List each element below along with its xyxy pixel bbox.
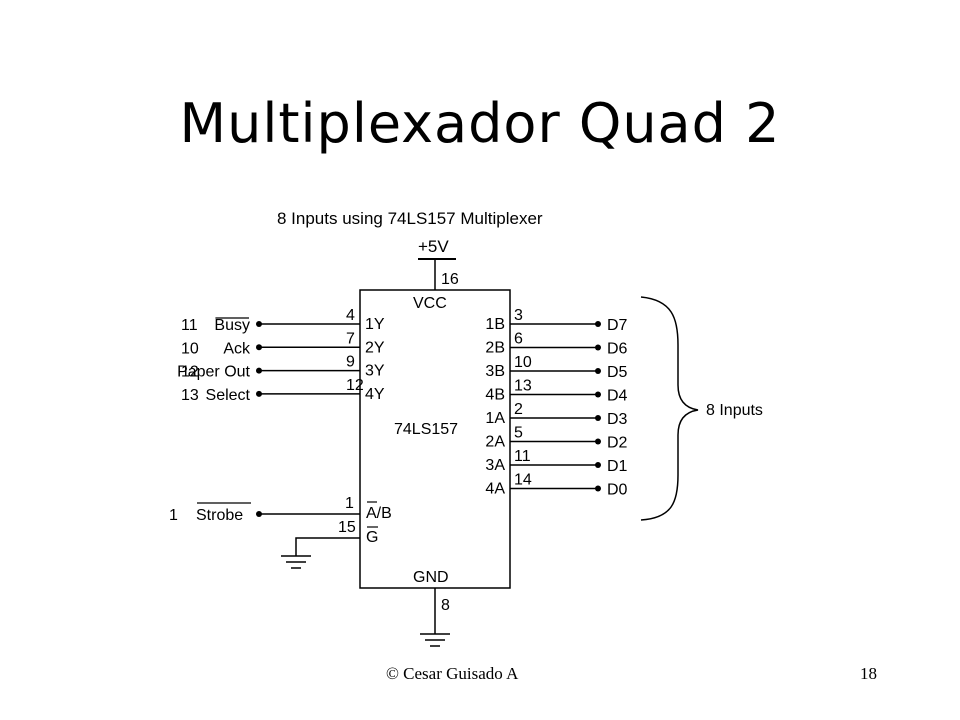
right-pin-label: 3B: [485, 363, 505, 380]
left-pin-label: 1Y: [365, 316, 385, 333]
footer-copyright: © Cesar Guisado A: [386, 664, 519, 683]
chip-name: 74LS157: [394, 421, 458, 438]
right-pin-4: 1A 2D3: [485, 401, 627, 428]
right-data-label: D3: [607, 411, 628, 428]
right-pin-number: 14: [514, 472, 532, 489]
left-signal-name: Select: [206, 387, 251, 404]
left-terminal: [256, 367, 262, 374]
left-signal-number: 10: [181, 340, 199, 357]
left-pin-0: 4 1Y Busy 11: [181, 307, 385, 334]
right-pin-label: 1B: [485, 316, 505, 333]
left-pin-number: 9: [346, 354, 355, 371]
right-pin-number: 2: [514, 401, 523, 418]
right-pin-number: 3: [514, 307, 523, 324]
enable-pin-number: 15: [338, 519, 356, 536]
right-pin-label: 4A: [485, 481, 505, 498]
left-pin-number: 4: [346, 307, 355, 324]
left-signal-name: Ack: [223, 340, 251, 357]
select-pin-label: A/B: [366, 505, 392, 522]
right-pin-label: 2A: [485, 434, 505, 451]
left-pin-label: 2Y: [365, 339, 385, 356]
input-brace: [640, 296, 699, 521]
right-data-label: D0: [607, 482, 628, 499]
right-pin-number: 10: [514, 354, 532, 371]
right-pin-label: 4B: [485, 387, 505, 404]
left-pin-number: 7: [346, 330, 355, 347]
page-number: 18: [860, 664, 877, 683]
right-terminal: [595, 462, 601, 468]
vcc-label: VCC: [413, 295, 447, 312]
right-data-label: D5: [607, 364, 628, 381]
slide-title: Multiplexador Quad 2: [179, 92, 781, 155]
right-pin-number: 6: [514, 331, 523, 348]
right-pin-number: 5: [514, 425, 523, 442]
right-data-label: D6: [607, 341, 628, 358]
left-signal-number: 11: [181, 317, 198, 334]
right-data-label: D1: [607, 458, 628, 475]
left-terminal: [256, 321, 262, 327]
right-data-label: D2: [607, 435, 628, 452]
gnd-pin-number: 8: [441, 597, 450, 614]
right-pin-label: 1A: [485, 410, 505, 427]
left-signal-number: 12: [181, 364, 199, 381]
strobe-pin-number: 1: [345, 495, 354, 512]
left-signal-name: Paper Out: [177, 364, 250, 381]
left-pin-number: 12: [346, 377, 364, 394]
right-data-label: D4: [607, 388, 628, 405]
right-terminal: [595, 391, 601, 398]
strobe-signal-name: Strobe: [196, 507, 243, 524]
left-terminal: [256, 390, 262, 397]
right-terminal: [595, 368, 601, 374]
right-pin-number: 11: [514, 448, 531, 465]
right-data-label: D7: [607, 317, 628, 334]
right-terminal: [595, 415, 601, 421]
enable-pin-label: G: [366, 529, 378, 546]
enable-wire: [295, 537, 360, 556]
right-pin-0: 1B 3D7: [485, 307, 627, 334]
left-pin-label: 3Y: [365, 363, 385, 380]
gnd-label: GND: [413, 569, 449, 586]
brace-label: 8 Inputs: [706, 402, 763, 419]
right-terminal: [595, 344, 601, 351]
right-terminal: [595, 438, 601, 445]
ground-symbol-left: [281, 555, 311, 569]
right-pin-5: 2A 5D2: [485, 425, 627, 452]
right-terminal: [595, 321, 601, 327]
right-pin-label: 3A: [485, 457, 505, 474]
vcc-pin-number: 16: [441, 271, 459, 288]
left-terminal: [256, 344, 262, 351]
diagram-heading: 8 Inputs using 74LS157 Multiplexer: [277, 209, 543, 228]
left-signal-number: 13: [181, 387, 199, 404]
right-pin-1: 2B 6D6: [485, 331, 627, 358]
left-signal-name: Busy: [214, 317, 250, 334]
right-terminal: [595, 485, 601, 492]
left-pin-1: 7 2Y Ack 10: [181, 330, 385, 357]
strobe-terminal: [256, 511, 262, 517]
ground-symbol-bottom: [420, 633, 450, 647]
right-pin-label: 2B: [485, 340, 505, 357]
strobe-signal-number: 1: [169, 507, 178, 524]
right-pin-number: 13: [514, 378, 532, 395]
left-pin-label: 4Y: [365, 386, 385, 403]
supply-label: +5V: [418, 237, 449, 256]
